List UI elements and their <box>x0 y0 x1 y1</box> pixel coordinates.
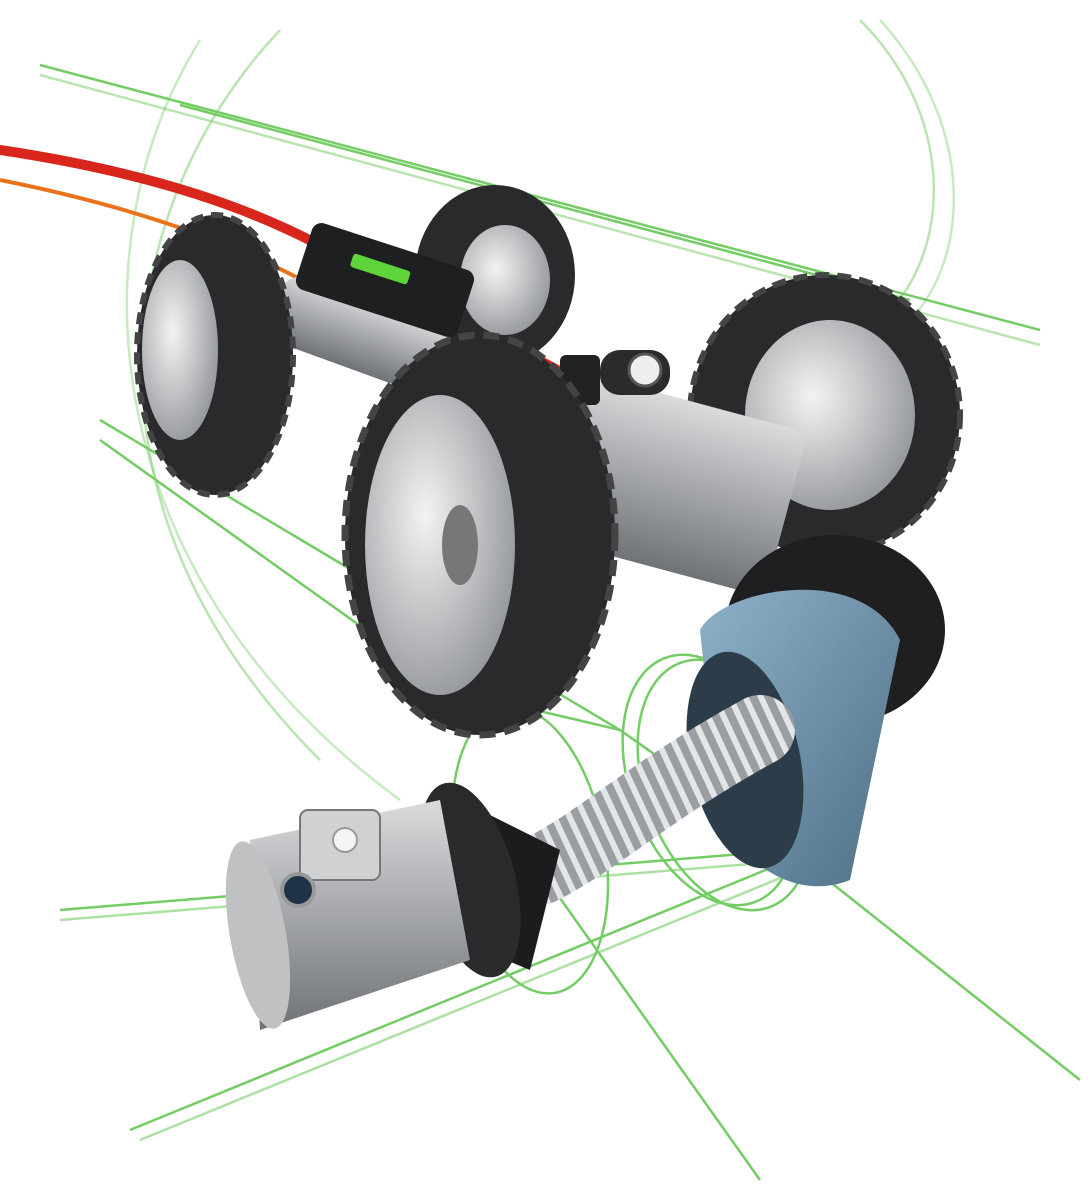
front-left-wheel <box>341 331 619 739</box>
rear-left-wheel <box>134 212 296 498</box>
camera-lens <box>280 872 316 908</box>
camera-light <box>332 827 358 853</box>
flex-hose <box>505 695 795 905</box>
control-module <box>295 223 475 337</box>
lift-sleeve <box>686 535 945 887</box>
module-logo <box>350 253 411 285</box>
camera-head <box>225 782 560 1030</box>
